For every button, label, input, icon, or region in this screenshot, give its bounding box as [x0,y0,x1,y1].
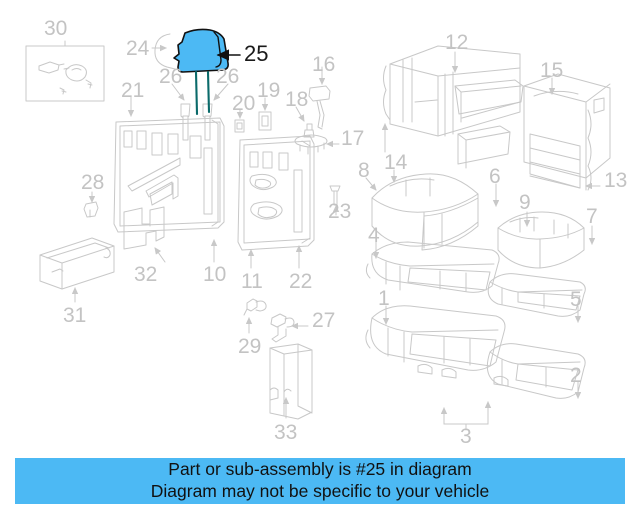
part-32-bracket [123,206,165,250]
callout-11: 11 [241,270,263,293]
callout-30: 30 [44,17,68,40]
part-4-cushion-base [365,241,500,293]
banner-line-2: Diagram may not be specific to your vehi… [150,481,490,501]
part-group-30 [25,40,105,102]
callout-21: 21 [121,79,145,102]
callout-13: 13 [604,169,628,192]
callout-27: 27 [312,309,336,332]
callout-28: 28 [81,171,105,194]
part-24-headrest-core [154,33,176,70]
banner-line-1: Part or sub-assembly is #25 in diagram [168,459,472,480]
callout-29: 29 [238,335,262,358]
callout-6: 6 [489,165,501,188]
callout-4: 4 [368,224,380,247]
callout-9: 9 [519,191,531,214]
part-33-trim-panel [269,343,313,420]
callout-31: 31 [63,304,87,327]
callout-12: 12 [445,31,469,54]
callout-20: 20 [232,92,256,115]
callout-2: 2 [570,364,582,387]
part-25-headrest-highlight [173,28,229,116]
part-3-hinge-leaders [440,401,492,431]
part-29-latch [243,298,267,316]
callout-18: 18 [285,88,309,111]
part-27-latch [270,313,295,343]
callout-8: 8 [358,159,370,182]
callout-15: 15 [540,59,564,82]
callout-5: 5 [570,288,582,311]
part-5-cushion-base [487,273,586,317]
part-assembly-banner: Part or sub-assembly is #25 in diagram D… [15,458,625,504]
callout-33: 33 [274,421,298,444]
part-16-strap [308,85,331,130]
part-14-cushion [371,173,479,251]
part-12-seat-back [383,45,524,169]
part-28-clip [83,201,99,218]
part-19-clip [258,111,272,131]
callout-26-right: 26 [216,65,240,88]
callout-7: 7 [586,205,598,228]
part-9-cushion [497,211,585,269]
part-17-bracket [294,123,328,155]
part-15-seat-back-side [523,73,611,191]
part-26-guide-posts [180,103,213,141]
callout-1: 1 [378,287,390,310]
callout-26-left: 26 [159,65,183,88]
callout-14: 14 [384,151,408,174]
part-1-cushion-base [365,305,506,379]
callout-25-highlighted: 25 [244,41,269,66]
callout-24: 24 [126,37,150,60]
callout-23: 23 [328,200,352,223]
callout-32: 32 [134,263,158,286]
callout-19: 19 [257,79,281,102]
part-20-clip [234,119,245,133]
part-2-cushion-base [486,343,586,399]
callout-17: 17 [341,127,365,150]
part-21-seatback-frame-left [113,117,225,233]
callout-10: 10 [203,263,227,286]
callout-16: 16 [312,53,336,76]
part-11-seatback-frame-right [237,135,315,251]
callout-3: 3 [460,425,472,448]
part-31-armrest [39,237,115,290]
callout-22: 22 [289,270,313,293]
